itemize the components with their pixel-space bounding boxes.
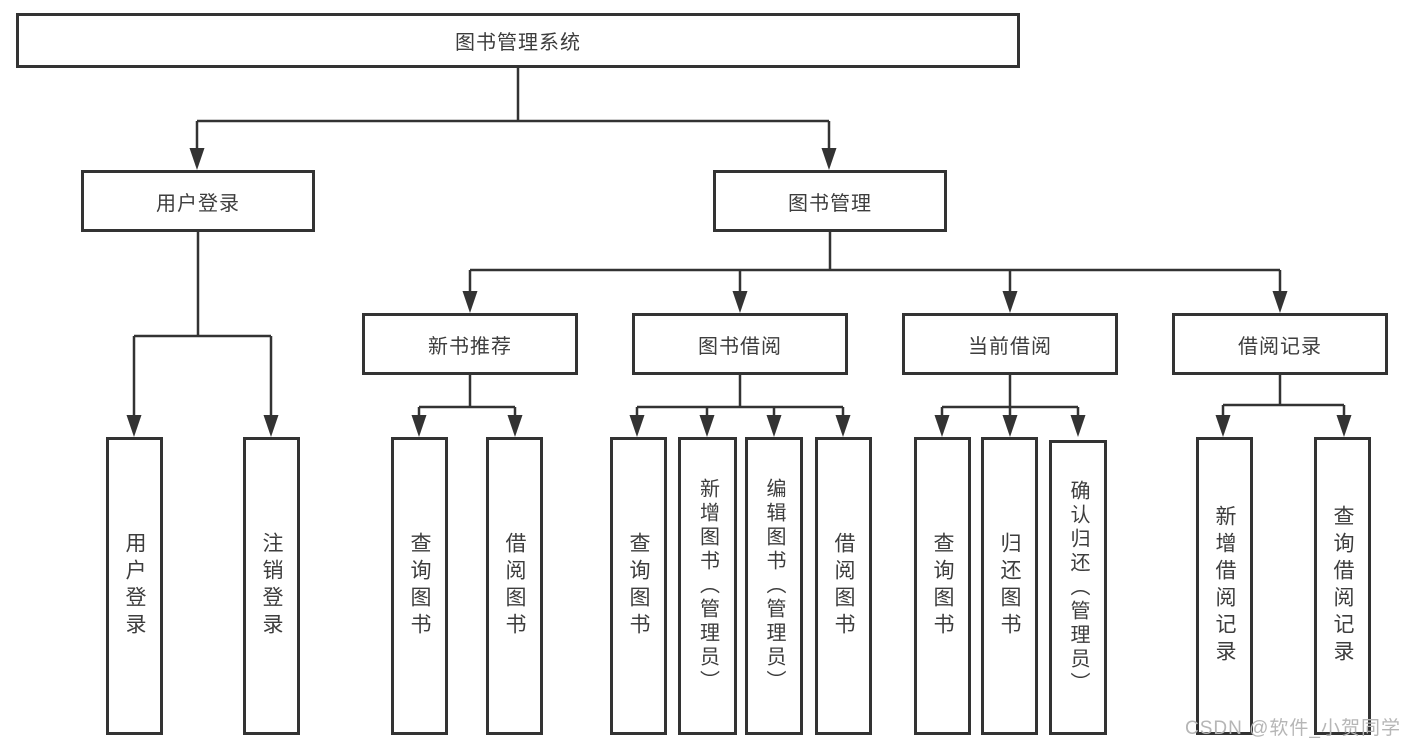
arrow-down-icon bbox=[507, 415, 523, 437]
leaf-nbr-borrow-books-label: 借阅图书 bbox=[503, 532, 526, 640]
connector-new-book-rec bbox=[417, 375, 517, 433]
arrow-down-icon bbox=[1070, 415, 1086, 437]
arrow-down-icon bbox=[189, 148, 205, 170]
arrow-down-icon bbox=[263, 415, 279, 437]
leaf-bb-query-books: 查询图书 bbox=[610, 437, 667, 735]
arrow-down-icon bbox=[1215, 415, 1231, 437]
arrow-down-icon bbox=[1002, 415, 1018, 437]
leaf-nbr-borrow-books: 借阅图书 bbox=[486, 437, 543, 735]
leaf-cb-return-books-label: 归还图书 bbox=[998, 532, 1021, 640]
leaf-br-add-record: 新增借阅记录 bbox=[1196, 437, 1253, 735]
arrow-down-icon bbox=[411, 415, 427, 437]
leaf-cb-query-books: 查询图书 bbox=[914, 437, 971, 735]
leaf-nbr-query-books-label: 查询图书 bbox=[408, 532, 431, 640]
arrow-down-icon bbox=[821, 148, 837, 170]
node-book-mgmt: 图书管理 bbox=[713, 170, 947, 232]
leaf-cb-return-books: 归还图书 bbox=[981, 437, 1038, 735]
node-borrow-record-label: 借阅记录 bbox=[1238, 335, 1322, 358]
arrow-down-icon bbox=[835, 415, 851, 437]
leaf-bb-borrow-books: 借阅图书 bbox=[815, 437, 872, 735]
csdn-watermark: CSDN @软件_小贺同学 bbox=[1185, 718, 1401, 739]
leaf-br-query-record: 查询借阅记录 bbox=[1314, 437, 1371, 735]
arrow-down-icon bbox=[126, 415, 142, 437]
arrow-down-icon bbox=[629, 415, 645, 437]
leaf-user-login: 用户登录 bbox=[106, 437, 163, 735]
arrow-down-icon bbox=[1002, 291, 1018, 313]
node-book-mgmt-label: 图书管理 bbox=[788, 192, 872, 215]
leaf-br-add-record-label: 新增借阅记录 bbox=[1213, 505, 1236, 667]
leaf-cb-query-books-label: 查询图书 bbox=[931, 532, 954, 640]
node-new-book-rec: 新书推荐 bbox=[362, 313, 578, 375]
node-root: 图书管理系统 bbox=[16, 13, 1020, 68]
node-current-borrow: 当前借阅 bbox=[902, 313, 1118, 375]
arrow-down-icon bbox=[766, 415, 782, 437]
leaf-bb-add-books-admin-label: 新增图书（管理员） bbox=[696, 478, 719, 694]
leaf-bb-borrow-books-label: 借阅图书 bbox=[832, 532, 855, 640]
node-user-login: 用户登录 bbox=[81, 170, 315, 232]
leaf-bb-edit-books-admin-label: 编辑图书（管理员） bbox=[763, 478, 785, 694]
leaf-logout: 注销登录 bbox=[243, 437, 300, 735]
node-user-login-label: 用户登录 bbox=[156, 192, 240, 215]
connector-user-login bbox=[132, 232, 273, 433]
arrow-down-icon bbox=[732, 291, 748, 313]
leaf-bb-edit-books-admin: 编辑图书（管理员） bbox=[745, 437, 803, 735]
arrow-down-icon bbox=[462, 291, 478, 313]
arrow-down-icon bbox=[934, 415, 950, 437]
connector-root bbox=[195, 68, 831, 166]
connector-borrow-record bbox=[1221, 375, 1346, 433]
arrow-down-icon bbox=[1336, 415, 1352, 437]
leaf-cb-confirm-return-admin-label: 确认归还（管理员） bbox=[1067, 479, 1089, 696]
arrow-down-icon bbox=[1272, 291, 1288, 313]
node-borrow-record: 借阅记录 bbox=[1172, 313, 1388, 375]
leaf-br-query-record-label: 查询借阅记录 bbox=[1331, 505, 1354, 667]
leaf-nbr-query-books: 查询图书 bbox=[391, 437, 448, 735]
connector-book-borrow bbox=[635, 375, 845, 433]
leaf-bb-query-books-label: 查询图书 bbox=[627, 532, 650, 640]
connector-book-mgmt bbox=[468, 232, 1282, 309]
arrow-down-icon bbox=[699, 415, 715, 437]
leaf-bb-add-books-admin: 新增图书（管理员） bbox=[678, 437, 737, 735]
leaf-user-login-label: 用户登录 bbox=[123, 532, 146, 640]
node-book-borrow-label: 图书借阅 bbox=[698, 335, 782, 358]
node-book-borrow: 图书借阅 bbox=[632, 313, 848, 375]
node-root-label: 图书管理系统 bbox=[455, 32, 581, 54]
node-new-book-rec-label: 新书推荐 bbox=[428, 335, 512, 358]
leaf-cb-confirm-return-admin: 确认归还（管理员） bbox=[1049, 440, 1107, 735]
leaf-logout-label: 注销登录 bbox=[260, 532, 283, 640]
node-current-borrow-label: 当前借阅 bbox=[968, 335, 1052, 358]
